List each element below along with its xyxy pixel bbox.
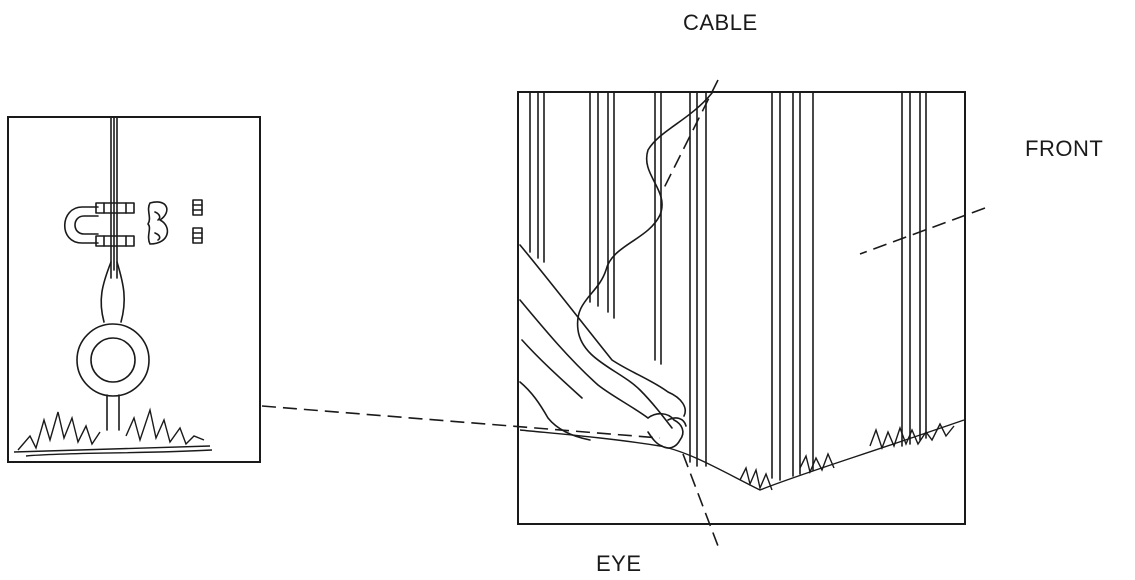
eye-leader-line bbox=[682, 453, 719, 547]
eye-label: EYE bbox=[596, 551, 642, 576]
detail-ground-line bbox=[25, 449, 213, 457]
cable-label: CABLE bbox=[683, 10, 758, 35]
clamp-nuts bbox=[192, 199, 203, 244]
detail-inset-frame bbox=[7, 116, 261, 463]
main-grass bbox=[739, 422, 955, 491]
person-arm bbox=[519, 244, 687, 449]
front-label: FRONT bbox=[1025, 136, 1104, 161]
building-panels bbox=[529, 92, 927, 481]
detail-grass bbox=[13, 407, 211, 453]
main-frame bbox=[517, 91, 966, 525]
clamp-saddle bbox=[147, 201, 169, 245]
detail-cable bbox=[100, 117, 126, 323]
cable-clamp bbox=[63, 202, 135, 247]
ground-eye-anchor bbox=[76, 323, 150, 431]
main-illustration bbox=[517, 91, 966, 525]
inset-leader-line bbox=[261, 405, 661, 439]
detail-inset bbox=[7, 116, 261, 463]
main-ground bbox=[519, 419, 965, 491]
main-cable bbox=[576, 92, 713, 429]
front-leader-line bbox=[859, 207, 986, 255]
